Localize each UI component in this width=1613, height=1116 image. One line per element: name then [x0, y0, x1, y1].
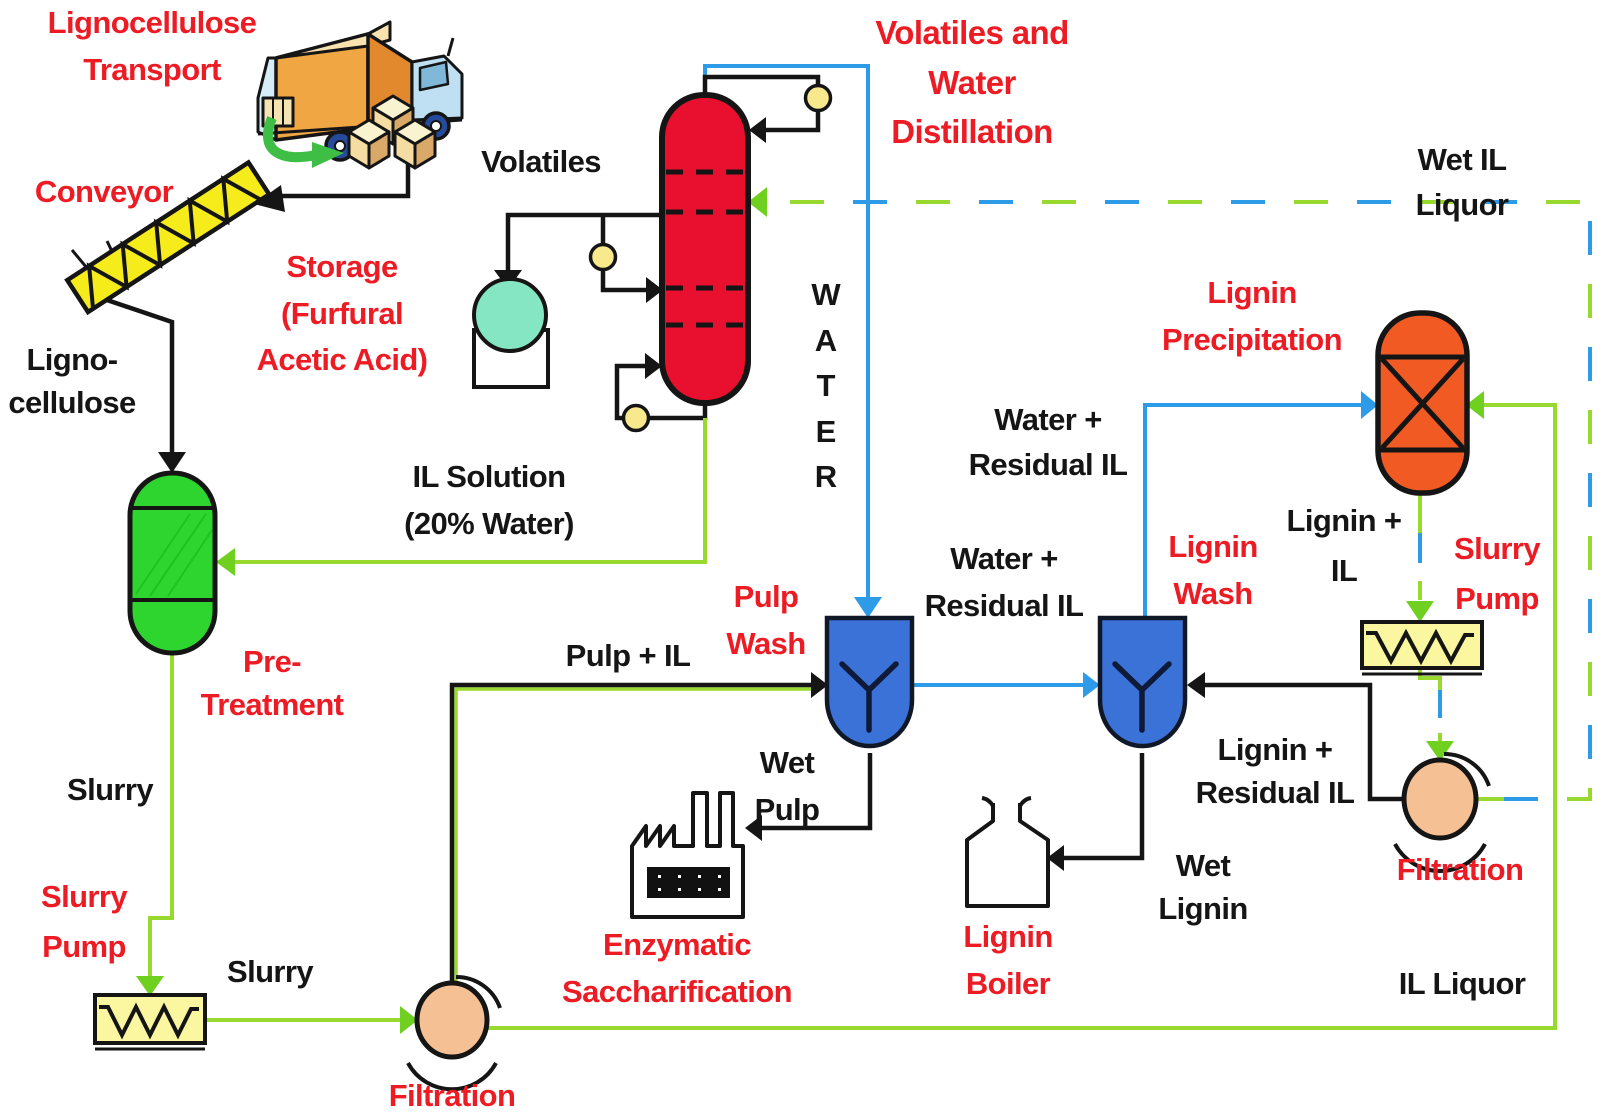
label-lignin-boiler: Lignin Boiler — [963, 919, 1053, 1001]
label-lignocellulose-transport: Lignocellulose Transport — [47, 5, 257, 87]
truck-to-conveyor-line — [282, 160, 411, 199]
wet-lignin-line — [1064, 753, 1145, 861]
pre-treatment-vessel — [127, 470, 218, 656]
label-water-residual-lower: Water + Residual IL — [924, 541, 1084, 623]
label-wet-pulp: Wet Pulp — [754, 745, 820, 827]
arrowhead-il-solution — [216, 548, 235, 576]
wet-pulp-line — [762, 753, 873, 831]
arrowhead-reboiler — [645, 353, 662, 379]
distillation-column — [659, 92, 751, 406]
arrowhead-branch-into-column — [646, 277, 663, 303]
arrowhead-into-pretreatment — [158, 452, 186, 473]
boxes-icon — [347, 94, 437, 170]
label-volatiles: Volatiles — [481, 144, 601, 179]
label-slurry-lower: Slurry — [227, 954, 314, 989]
reboiler-line — [614, 363, 708, 421]
label-lignin-residual: Lignin + Residual IL — [1195, 732, 1355, 811]
volatiles-line — [505, 212, 662, 293]
pump-to-right-filtration-line — [1418, 668, 1442, 742]
slurry-line-upper — [148, 653, 174, 976]
label-filtration-left: Filtration — [388, 1078, 516, 1113]
label-water-stream: W A T E R — [811, 277, 841, 495]
label-water-residual-upper: Water + Residual IL — [968, 402, 1128, 482]
arrowhead-into-conveyor — [254, 185, 285, 212]
il-solution-line — [235, 418, 707, 564]
arrowhead-into-right-pump — [1406, 601, 1434, 622]
label-wet-lignin: Wet Lignin — [1158, 848, 1248, 927]
arrowhead-into-lignin-wash-right — [1187, 672, 1205, 698]
label-pre-treatment: Pre- Treatment — [200, 644, 344, 723]
label-slurry-pump-left: Slurry Pump — [41, 879, 128, 965]
label-storage: Storage (Furfural Acetic Acid) — [256, 249, 428, 377]
storage-tank — [472, 277, 550, 389]
arrowhead-into-precipitation-left — [1361, 391, 1378, 419]
truck-icon — [256, 20, 464, 162]
label-lignocellulose-stream: Ligno- cellulose — [8, 342, 136, 421]
lignin-residual-line — [1205, 682, 1404, 802]
label-lignin-wash: Lignin Wash — [1168, 529, 1258, 611]
label-il-solution: IL Solution (20% Water) — [404, 459, 574, 541]
lignin-wash-vessel — [1097, 615, 1188, 749]
arrowhead-il-liquor-into-precipitation — [1466, 391, 1484, 419]
arrowhead-into-right-filtration — [1426, 741, 1454, 761]
valve-icon-bottom — [621, 403, 651, 433]
label-pulp-wash: Pulp Wash — [726, 579, 806, 661]
label-distillation-title: Volatiles and Water Distillation — [875, 14, 1069, 150]
slurry-pump-right-icon — [1360, 620, 1484, 676]
unload-arrow-icon — [262, 116, 344, 168]
boiler-flask-icon — [965, 796, 1050, 908]
arrowhead-into-left-pump — [136, 976, 164, 996]
pulp-wash-vessel — [824, 615, 915, 749]
reflux-line — [702, 74, 821, 133]
label-slurry-upper: Slurry — [67, 772, 154, 807]
factory-icon — [630, 791, 745, 919]
label-filtration-right: Filtration — [1396, 852, 1524, 887]
water-arrowhead — [854, 597, 882, 618]
label-il-liquor: IL Liquor — [1398, 966, 1526, 1001]
arrowhead-into-lignin-wash-left — [1083, 672, 1100, 698]
arrowhead-wet-il-into-column — [748, 187, 767, 217]
arrowhead-into-pulp-wash — [811, 672, 828, 698]
label-wet-il-liquor: Wet IL Liquor — [1415, 142, 1509, 222]
slurry-pump-left-icon — [93, 993, 207, 1051]
ligninwash-to-precipitation-line — [1143, 403, 1361, 618]
lignin-precipitation-vessel — [1375, 310, 1470, 496]
filtration-left-icon — [406, 974, 502, 1092]
arrowhead-into-left-filtration — [400, 1006, 418, 1034]
arrowhead-into-factory — [745, 815, 762, 841]
lignocellulose-line — [103, 296, 175, 452]
il-liquor-line — [485, 403, 1557, 1030]
conveyor-icon — [64, 159, 273, 316]
label-enzymatic-saccharification: Enzymatic Saccharification — [562, 927, 792, 1009]
wet-il-liquor-line — [767, 200, 1592, 801]
label-lignin-il: Lignin + IL — [1286, 503, 1402, 589]
label-slurry-pump-right: Slurry Pump — [1454, 531, 1541, 617]
arrowhead-into-boiler — [1047, 845, 1064, 871]
arrowhead-reflux — [749, 117, 766, 143]
label-lignin-precipitation: Lignin Precipitation — [1162, 275, 1343, 357]
valve-icon-middle — [588, 242, 618, 272]
label-pulp-il: Pulp + IL — [565, 638, 691, 673]
pulp-il-line — [449, 682, 811, 985]
valve-icon-top — [803, 83, 833, 113]
label-conveyor: Conveyor — [34, 174, 174, 209]
filtration-right-icon — [1393, 751, 1491, 873]
